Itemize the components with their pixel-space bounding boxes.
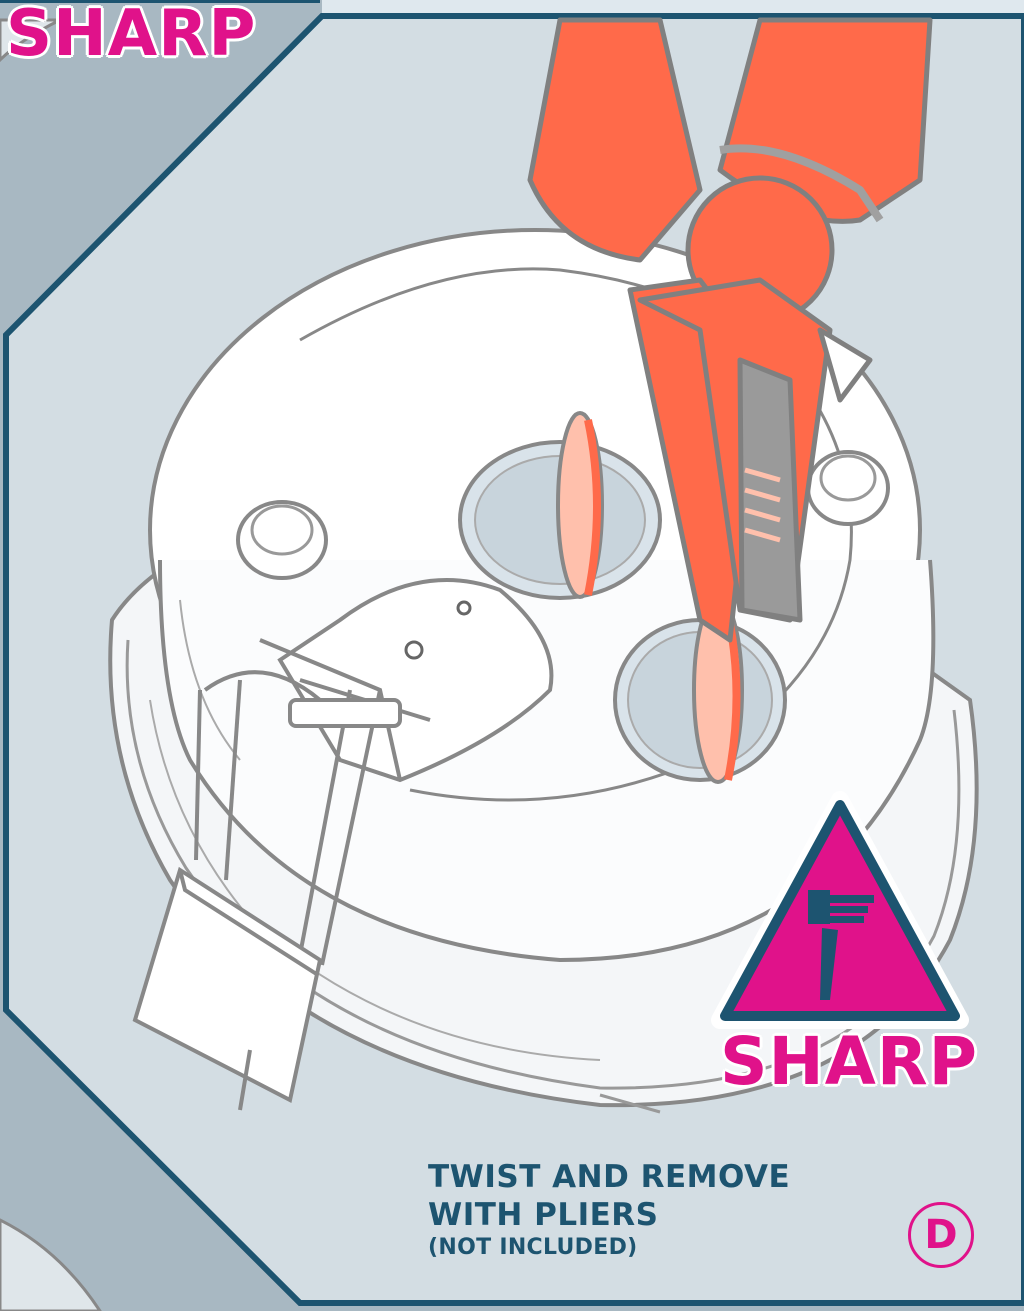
instruction-caption: TWIST AND REMOVE WITH PLIERS (NOT INCLUD…	[428, 1158, 790, 1262]
mount-post-right	[808, 452, 888, 524]
mount-post-left	[238, 502, 326, 578]
sharp-label: SHARP	[720, 1022, 978, 1102]
battery-disc-upper	[558, 413, 602, 597]
sharp-label-top: SHARP	[6, 0, 256, 74]
caption-line-1: TWIST AND REMOVE	[428, 1158, 790, 1196]
step-badge: D	[908, 1202, 974, 1268]
caption-line-2: WITH PLIERS	[428, 1196, 790, 1234]
caption-line-3: (NOT INCLUDED)	[428, 1234, 790, 1262]
